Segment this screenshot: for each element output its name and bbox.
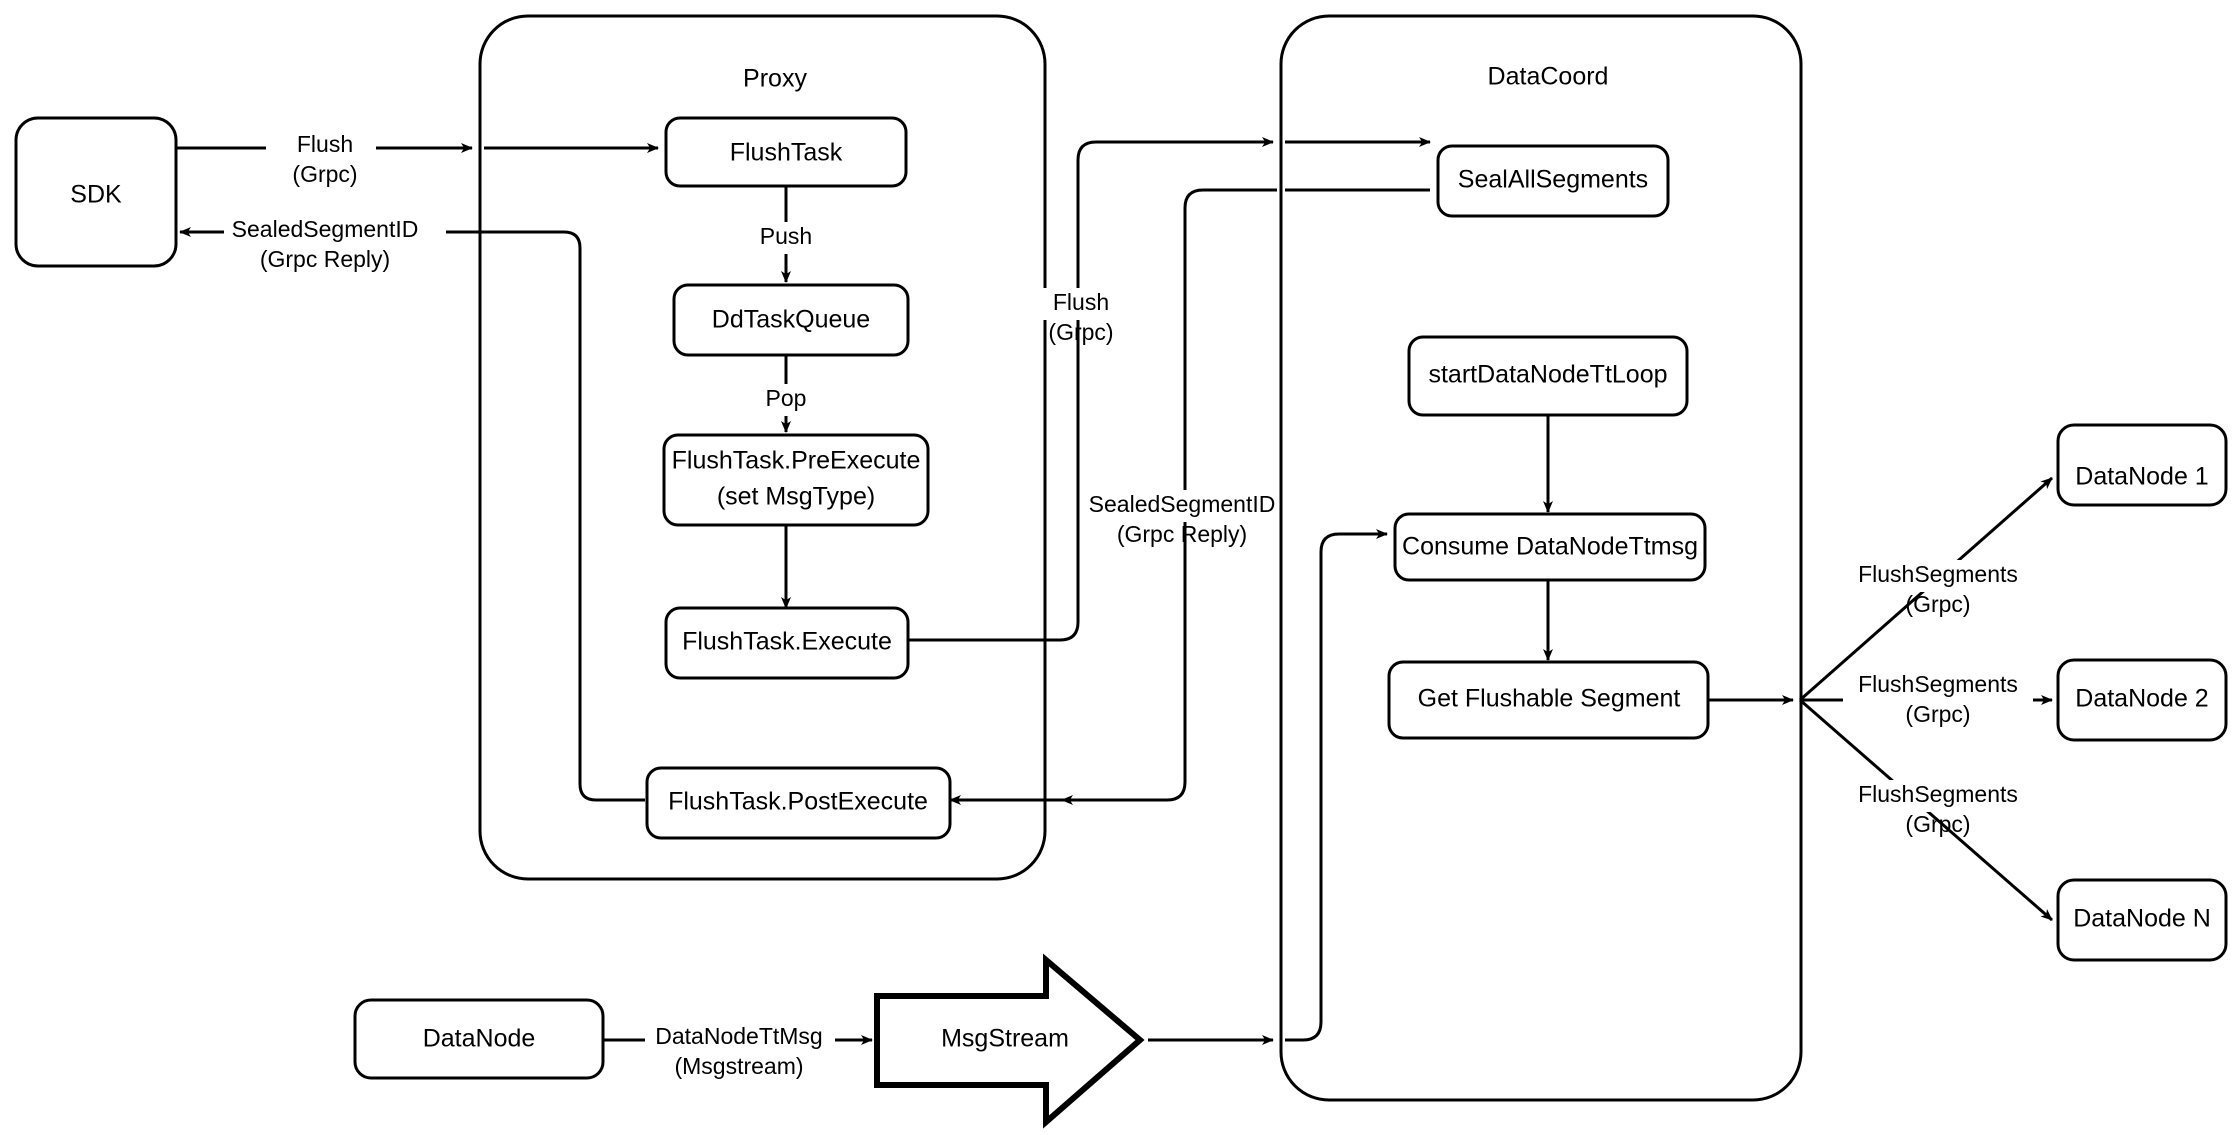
node-flushtask-execute[interactable]: FlushTask.Execute: [664, 606, 910, 680]
edge-label-bg-5: [1030, 288, 1138, 320]
node-ddtaskqueue-label: DdTaskQueue: [712, 306, 870, 334]
edge-label-dc-proxy-sealed-line1: SealedSegmentID: [1089, 491, 1276, 517]
node-ddtaskqueue[interactable]: DdTaskQueue: [672, 283, 910, 357]
node-datanode-1-rect[interactable]: [2056, 423, 2228, 507]
node-datanode-source[interactable]: DataNode: [353, 998, 605, 1080]
node-sdk-label: SDK: [70, 181, 122, 209]
edge-label-proxy-to-sdk: SealedSegmentID (Grpc Reply): [224, 215, 446, 272]
node-flushtask-postexecute[interactable]: FlushTask.PostExecute: [645, 766, 952, 840]
edge-label-proxy-to-datacoord: Flush (Grpc): [1030, 288, 1138, 345]
node-datanode-source-label: DataNode: [423, 1025, 536, 1053]
edge-label-datanodettmsg-line1: DataNodeTtMsg: [655, 1023, 822, 1049]
node-datanode-1-label: DataNode 1: [2075, 463, 2208, 491]
node-start-datanode-ttloop-label: startDataNodeTtLoop: [1428, 361, 1667, 389]
edge-label-push: Push: [750, 222, 822, 254]
edge-label-flushsegments-2-line1: FlushSegments: [1858, 671, 2018, 697]
edge-label-pop: Pop: [754, 384, 818, 416]
proxy-group-border: [478, 14, 1047, 881]
node-flushtask-label: FlushTask: [730, 139, 843, 167]
node-get-flushable-segment-rect[interactable]: [1387, 660, 1710, 740]
node-flushtask-postexecute-label: FlushTask.PostExecute: [668, 788, 928, 816]
edge-label-bg-1: [266, 130, 376, 162]
edge-label-bg-3: [750, 222, 822, 254]
node-flushtask-preexecute-label-line1: FlushTask.PreExecute: [672, 447, 921, 475]
edge-label-pop-text: Pop: [766, 385, 807, 411]
edge-label-sealedsegmentid-line2: (Grpc Reply): [260, 246, 390, 272]
edge-label-datanode-ttmsg: DataNodeTtMsg (Msgstream): [645, 1022, 835, 1079]
edge-label-sdk-to-proxy: Flush (Grpc): [266, 130, 376, 187]
edge-label-bg-7: [645, 1022, 835, 1054]
datacoord-group: DataCoord: [1279, 14, 1803, 1102]
edge-label-flushsegments-n: FlushSegments (Grpc): [1843, 780, 2033, 837]
node-flushtask-preexecute[interactable]: FlushTask.PreExecute (set MsgType): [662, 433, 930, 527]
node-flushtask-rect[interactable]: [664, 116, 908, 188]
edge-label-flushsegments-n-line1: FlushSegments: [1858, 781, 2018, 807]
node-datanode-n-label: DataNode N: [2073, 905, 2211, 933]
edge-label-flushsegments-1: FlushSegments (Grpc): [1843, 560, 2033, 617]
edge-label-push-text: Push: [760, 223, 812, 249]
edge-label-bg-10: [1843, 780, 2033, 812]
edge-label-proxy-dc-flush-line2: (Grpc): [1048, 319, 1113, 345]
edge-label-bg-4: [754, 384, 818, 416]
edge-label-sealedsegmentid-line1: SealedSegmentID: [232, 216, 419, 242]
node-datanode-2-label: DataNode 2: [2075, 685, 2208, 713]
edge-label-bg-9: [1843, 670, 2033, 702]
node-flushtask-preexecute-label-line2: (set MsgType): [717, 483, 875, 511]
node-start-datanode-ttloop[interactable]: startDataNodeTtLoop: [1407, 335, 1689, 417]
edge-label-flushsegments-1-line2: (Grpc): [1905, 591, 1970, 617]
node-flushtask-preexecute-rect[interactable]: [662, 433, 930, 527]
node-get-flushable-segment[interactable]: Get Flushable Segment: [1387, 660, 1710, 740]
node-ddtaskqueue-rect[interactable]: [672, 283, 910, 357]
node-msgstream-label: MsgStream: [941, 1025, 1069, 1053]
node-msgstream[interactable]: MsgStream: [874, 953, 1145, 1129]
edge-label-flushsegments-2: FlushSegments (Grpc): [1843, 670, 2033, 727]
edge-label-datanodettmsg-line2: (Msgstream): [674, 1053, 803, 1079]
node-datanode-1[interactable]: DataNode 1: [2056, 423, 2228, 507]
node-datanode-2[interactable]: DataNode 2: [2056, 658, 2228, 742]
node-datanode-2-rect[interactable]: [2056, 658, 2228, 742]
node-get-flushable-segment-label: Get Flushable Segment: [1418, 685, 1681, 713]
node-flushtask-execute-rect[interactable]: [664, 606, 910, 680]
node-flushtask-postexecute-rect[interactable]: [645, 766, 952, 840]
edge-label-flushsegments-n-line2: (Grpc): [1905, 811, 1970, 837]
edge-label-bg-6: [1090, 490, 1270, 522]
node-datanode-n-rect[interactable]: [2056, 878, 2228, 962]
node-consume-datanode-ttmsg[interactable]: Consume DataNodeTtmsg: [1393, 512, 1707, 582]
node-datanode-source-rect[interactable]: [353, 998, 605, 1080]
edge-label-proxy-dc-flush-line1: Flush: [1053, 289, 1109, 315]
edge-postexecute-to-sdk-rail: [484, 230, 645, 802]
node-sealallsegments[interactable]: SealAllSegments: [1436, 144, 1670, 218]
proxy-group: Proxy: [478, 14, 1047, 881]
node-start-datanode-ttloop-rect[interactable]: [1407, 335, 1689, 417]
node-flushtask[interactable]: FlushTask: [664, 116, 908, 188]
node-sealallsegments-label: SealAllSegments: [1458, 166, 1648, 194]
node-msgstream-shape[interactable]: [874, 953, 1145, 1129]
node-flushtask-execute-label: FlushTask.Execute: [682, 628, 892, 656]
node-sealallsegments-rect[interactable]: [1436, 144, 1670, 218]
edge-label-flushsegments-1-line1: FlushSegments: [1858, 561, 2018, 587]
edge-label-flush-grpc-line2: (Grpc): [292, 161, 357, 187]
edge-label-bg-2: [224, 215, 446, 247]
node-consume-datanode-ttmsg-label: Consume DataNodeTtmsg: [1402, 533, 1698, 561]
edge-datacoord-boundary-to-consume: [1285, 529, 1388, 1042]
datacoord-group-label: DataCoord: [1488, 63, 1609, 91]
edge-label-bg-8: [1843, 560, 2033, 592]
edge-label-dc-proxy-sealed-line2: (Grpc Reply): [1117, 521, 1247, 547]
edge-execute-to-datacoord: [908, 137, 1274, 642]
edge-label-flushsegments-2-line2: (Grpc): [1905, 701, 1970, 727]
datacoord-group-border: [1279, 14, 1803, 1102]
node-sdk[interactable]: SDK: [14, 116, 178, 268]
proxy-group-label: Proxy: [743, 65, 807, 93]
edge-label-flush-grpc-line1: Flush: [297, 131, 353, 157]
node-datanode-n[interactable]: DataNode N: [2056, 878, 2228, 962]
node-sdk-rect[interactable]: [14, 116, 178, 268]
edge-label-datacoord-to-proxy: SealedSegmentID (Grpc Reply): [1089, 490, 1276, 547]
node-consume-datanode-ttmsg-rect[interactable]: [1393, 512, 1707, 582]
